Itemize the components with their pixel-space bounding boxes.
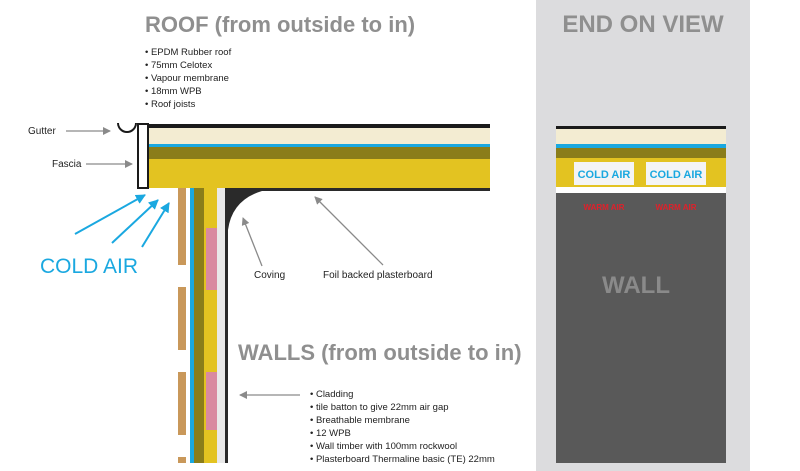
roof-vapour-layer bbox=[148, 144, 490, 147]
end-view-wall-label: WALL bbox=[602, 272, 670, 299]
end-view-epdm-layer bbox=[556, 126, 726, 129]
end-view-celotex-layer bbox=[556, 129, 726, 144]
fascia-board bbox=[137, 123, 149, 189]
wall-membrane-layer bbox=[190, 188, 194, 463]
wall-layer-item: • Cladding bbox=[310, 389, 353, 400]
end-view-cold-air-box-2 bbox=[646, 162, 706, 185]
cold-air-arrow bbox=[74, 194, 146, 235]
foil-arrow bbox=[314, 196, 384, 266]
roof-layer-item: • 75mm Celotex bbox=[145, 60, 212, 71]
roof-heading: ROOF (from outside to in) bbox=[145, 12, 415, 37]
wall-layer-list: • Cladding • tile batton to give 22mm ai… bbox=[310, 389, 495, 465]
roof-celotex-layer bbox=[148, 128, 490, 144]
end-view-wpb-layer bbox=[556, 148, 726, 158]
roof-layer-item: • Roof joists bbox=[145, 99, 196, 110]
roof-layer-item: • EPDM Rubber roof bbox=[145, 47, 232, 58]
end-view-cold-air-label-2: COLD AIR bbox=[650, 169, 703, 181]
gutter-label: Gutter bbox=[28, 126, 56, 137]
coving-arrow bbox=[241, 217, 263, 267]
roof-layer-item: • 18mm WPB bbox=[145, 86, 202, 97]
wall-layer-item: • Breathable membrane bbox=[310, 415, 410, 426]
wall-air-gap-layer bbox=[186, 188, 190, 463]
fascia-label: Fascia bbox=[52, 159, 82, 170]
wall-plasterboard-layer bbox=[217, 188, 225, 463]
wall-section bbox=[178, 188, 262, 463]
roof-wpb-layer bbox=[148, 147, 490, 159]
cold-air-arrow bbox=[141, 202, 170, 248]
wall-rockwool-block bbox=[206, 228, 217, 290]
roof-layer-list: • EPDM Rubber roof • 75mm Celotex • Vapo… bbox=[145, 47, 232, 110]
wall-layer-item: • Plasterboard Thermaline basic (TE) 22m… bbox=[310, 454, 495, 465]
cold-air-arrow bbox=[111, 199, 159, 244]
wall-cladding-gap bbox=[178, 435, 186, 457]
roof-joist-layer bbox=[148, 159, 490, 188]
end-view-warm-air-label-2: WARM AIR bbox=[655, 203, 696, 212]
roof-layer-item: • Vapour membrane bbox=[145, 73, 229, 84]
wall-rockwool-block bbox=[206, 372, 217, 430]
cold-air-label: COLD AIR bbox=[40, 255, 138, 278]
end-view-vapour-layer bbox=[556, 144, 726, 148]
end-view-cold-air-box-1 bbox=[574, 162, 634, 185]
coving-label: Coving bbox=[254, 270, 285, 281]
foil-label: Foil backed plasterboard bbox=[323, 270, 433, 281]
roof-section bbox=[137, 123, 490, 191]
end-view-heading: END ON VIEW bbox=[562, 11, 724, 38]
end-view-warm-air-label-1: WARM AIR bbox=[583, 203, 624, 212]
wall-cladding-gap bbox=[178, 265, 186, 287]
wall-layer-item: • Wall timber with 100mm rockwool bbox=[310, 441, 457, 452]
wall-cladding-gap bbox=[178, 350, 186, 372]
end-view-wall bbox=[556, 193, 726, 463]
gutter-icon bbox=[117, 122, 137, 133]
wall-layer-item: • tile batton to give 22mm air gap bbox=[310, 402, 449, 413]
roof-plasterboard-line bbox=[225, 188, 490, 191]
roof-epdm-layer bbox=[140, 124, 490, 128]
wall-inner-line bbox=[225, 188, 228, 463]
wall-wpb-layer bbox=[194, 188, 204, 463]
end-view-cold-air-label-1: COLD AIR bbox=[578, 169, 631, 181]
wall-layer-item: • 12 WPB bbox=[310, 428, 351, 439]
wall-cladding-layer bbox=[178, 188, 186, 463]
end-view-plasterboard-layer bbox=[556, 187, 726, 193]
walls-heading: WALLS (from outside to in) bbox=[238, 340, 522, 365]
coving-shape bbox=[228, 191, 262, 230]
